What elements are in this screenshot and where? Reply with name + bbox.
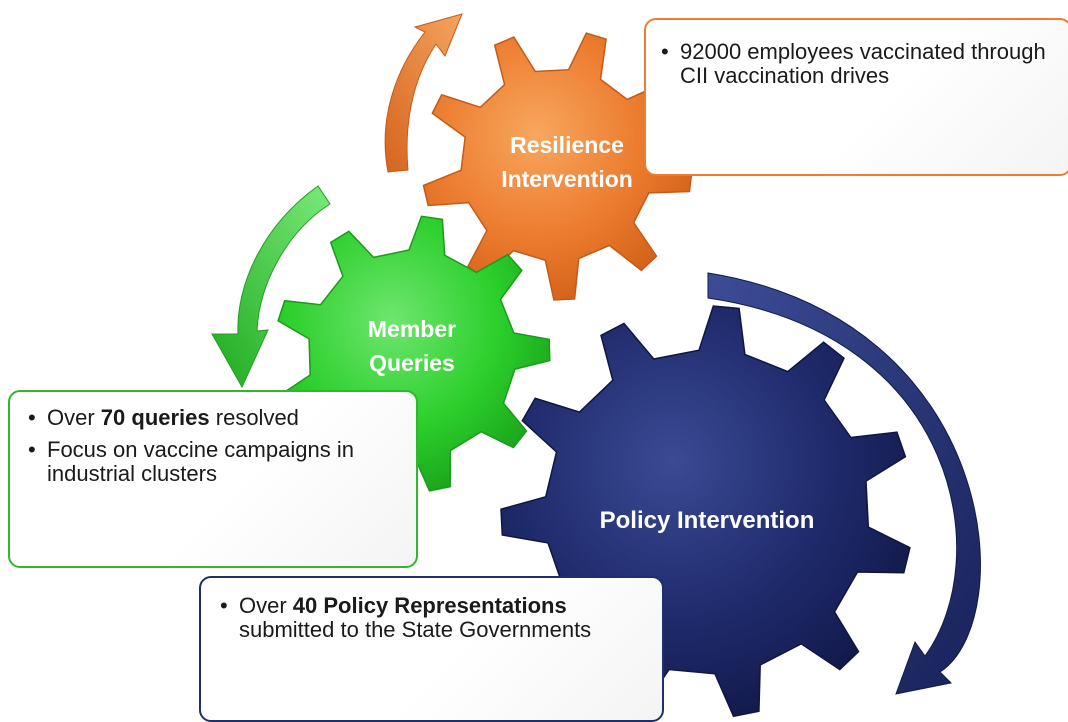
callout-policy: Over 40 Policy Representations submitted… (199, 576, 664, 722)
callout-member-bullet-1: Over 70 queries resolved (24, 405, 402, 431)
cycle-arrow-orange (384, 13, 463, 173)
cycle-arrow-navy (707, 272, 981, 695)
callout-member-bullet-2: Focus on vaccine campaigns in industrial… (24, 438, 402, 486)
callout-resilience-bullet: 92000 employees vaccinated through CII v… (657, 40, 1056, 88)
callout-policy-bullet: Over 40 Policy Representations submitted… (216, 594, 648, 642)
callout-member-queries: Over 70 queries resolved Focus on vaccin… (8, 390, 418, 568)
gear-resilience-label-line1: Resilience (510, 132, 624, 158)
callout-policy-bullet-highlight: 40 Policy Representations (292, 593, 567, 618)
gear-resilience-label-line2: Intervention (501, 166, 633, 192)
cycle-arrow-green (211, 185, 331, 389)
callout-resilience: 92000 employees vaccinated through CII v… (644, 18, 1068, 176)
gear-policy-label: Policy Intervention (600, 507, 815, 534)
gear-member-label-line2: Queries (369, 350, 455, 376)
callout-policy-bullet-prefix: Over (239, 593, 293, 618)
callout-policy-bullet-suffix: submitted to the State Governments (239, 617, 592, 642)
callout-member-bullet-1-prefix: Over (47, 405, 101, 430)
callout-member-bullet-1-highlight: 70 queries (100, 405, 210, 430)
gear-member-label-line1: Member (368, 316, 456, 342)
callout-member-bullet-1-suffix: resolved (209, 405, 299, 430)
